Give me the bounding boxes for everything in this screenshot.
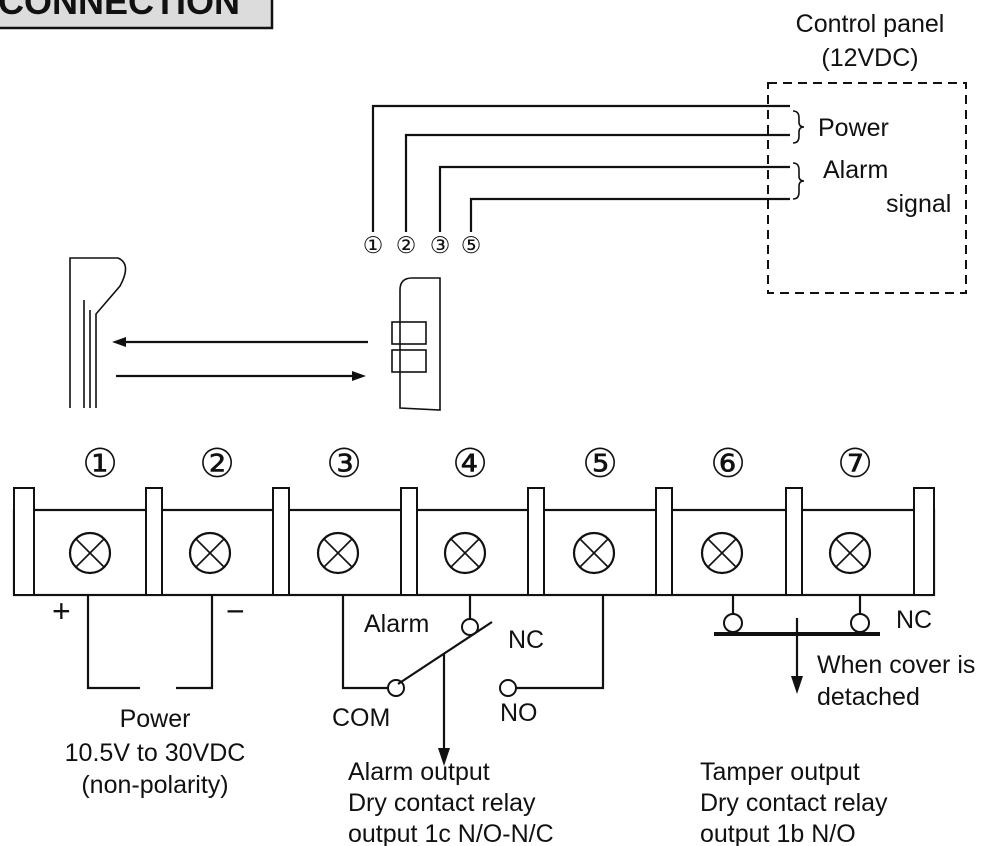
power-label: Power — [120, 705, 191, 733]
terminal-number-3: ③ — [326, 442, 362, 486]
control-panel-voltage: (12VDC) — [821, 44, 918, 72]
control-panel-power-label: Power — [818, 114, 889, 142]
beam-units — [69, 257, 441, 411]
com-wire — [341, 595, 388, 690]
terminal-number-2: ② — [199, 442, 235, 486]
relay-alarm-label: Alarm — [364, 610, 429, 638]
wire-id-1: ① — [363, 232, 384, 258]
header-box: CONNECTION — [0, 0, 274, 30]
power-wiring: + − Power 10.5V to 30VDC (non-polarity) — [52, 593, 245, 799]
power-wire-minus — [176, 595, 214, 690]
power-polarity-note: (non-polarity) — [81, 771, 228, 799]
terminal-block — [12, 487, 936, 597]
wire-id-2: ② — [396, 232, 417, 258]
tamper-nc-label: NC — [896, 606, 932, 634]
relay-com-label: COM — [332, 704, 390, 732]
transmitter-unit — [69, 257, 127, 408]
control-panel: Control panel (12VDC) Power Alarm signal — [767, 10, 967, 294]
header-title: CONNECTION — [0, 0, 240, 22]
tamper-output-relay: Dry contact relay — [700, 789, 888, 817]
control-panel-title: Control panel — [796, 10, 945, 38]
wire-2 — [404, 133, 790, 232]
terminal-screw-4 — [443, 531, 487, 575]
tamper-cover-note-2: detached — [817, 683, 920, 711]
tamper-output-spec: output 1b N/O — [700, 820, 856, 846]
relay-switch-arm — [397, 621, 493, 685]
wire-id-3: ③ — [430, 232, 451, 258]
terminal-screw-7 — [828, 531, 872, 575]
alarm-relay: Alarm NC NO COM Alarm output Dry contact… — [332, 595, 605, 846]
power-wire-plus — [86, 595, 140, 690]
power-brace — [792, 110, 805, 144]
terminal-number-1: ① — [82, 442, 118, 486]
control-panel-alarm-label: Alarm — [823, 156, 888, 184]
alarm-output-relay: Dry contact relay — [348, 789, 536, 817]
alarm-brace — [792, 162, 805, 200]
wire-1 — [371, 104, 790, 232]
alarm-output-title: Alarm output — [348, 758, 490, 786]
com-contact — [387, 679, 405, 697]
control-panel-signal-label: signal — [886, 190, 951, 218]
terminal-screw-3 — [316, 531, 360, 575]
alarm-output-spec: output 1c N/O-N/C — [348, 820, 554, 846]
terminal-screw-6 — [700, 531, 744, 575]
tamper-contact-7 — [850, 613, 870, 633]
tamper-cover-note: When cover is — [817, 651, 975, 679]
wire-id-5: ⑤ — [461, 232, 482, 258]
terminal-screw-5 — [572, 531, 616, 575]
power-voltage-range: 10.5V to 30VDC — [65, 739, 246, 767]
plus-sign: + — [52, 593, 71, 629]
minus-sign: − — [226, 593, 245, 629]
terminal-number-7: ⑦ — [837, 442, 873, 486]
terminal-screw-2 — [188, 531, 232, 575]
tamper-output-title: Tamper output — [700, 758, 860, 786]
no-wire — [516, 595, 605, 690]
terminal-number-6: ⑥ — [710, 442, 746, 486]
terminal-number-4: ④ — [452, 442, 488, 486]
wire-3 — [438, 165, 790, 232]
terminal-screw-1 — [68, 531, 112, 575]
terminal-number-5: ⑤ — [582, 442, 618, 486]
terminal-numbers: ① ② ③ ④ ⑤ ⑥ ⑦ — [82, 442, 873, 486]
panel-wires: ① ② ③ ⑤ — [363, 104, 790, 258]
relay-no-label: NO — [500, 699, 538, 727]
no-contact — [499, 679, 517, 697]
control-panel-box — [767, 82, 967, 294]
relay-nc-label: NC — [508, 626, 544, 654]
receiver-unit — [399, 277, 441, 411]
tamper-switch: NC When cover is detached Tamper output … — [700, 595, 975, 846]
tamper-contact-6 — [723, 613, 743, 633]
nc-contact — [461, 618, 479, 636]
wire-5 — [469, 197, 790, 232]
